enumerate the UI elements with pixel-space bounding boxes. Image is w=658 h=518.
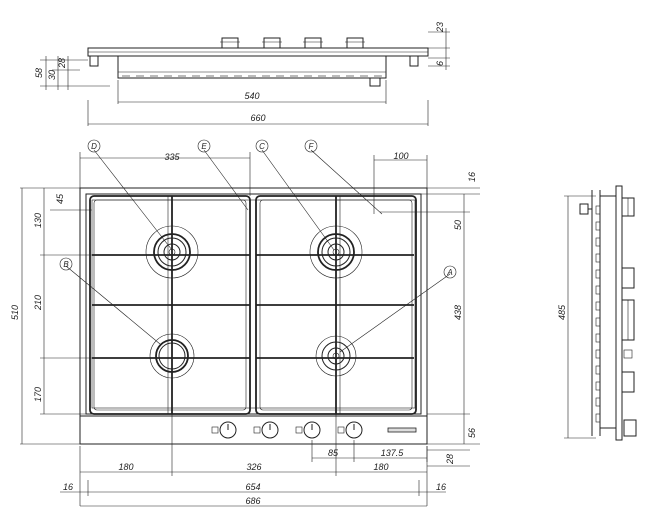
burner-B [149,333,195,379]
knob-profile [221,37,239,49]
callout-B: B [59,257,73,271]
dim-510: 510 [10,305,20,320]
plan-view: D E C F B A 335 100 16 [10,139,480,507]
gas-connector [579,203,589,215]
pan-outline [85,193,422,415]
dim-50: 50 [453,220,463,230]
dim-23: 23 [435,22,445,33]
gas-connector [369,77,381,87]
knob-icon [261,421,279,439]
callout-A: A [443,265,457,279]
control-knobs [211,421,417,439]
burner-D [145,225,199,279]
dim-180-right: 180 [373,462,388,472]
svg-text:E: E [201,142,207,151]
dim-210: 210 [33,295,43,311]
dim-540: 540 [244,91,259,101]
dim-654: 654 [245,482,260,492]
dim-45: 45 [55,193,65,204]
side-plate [615,185,623,441]
dim-85: 85 [328,448,339,458]
elevation-view: 23 6 58 30 28 540 660 [34,22,450,126]
dim-16-left: 16 [63,482,73,492]
dim-137-5: 137.5 [381,448,405,458]
burner-C [309,225,363,279]
callout-C: C [255,139,269,153]
pan-support-grid [89,195,417,415]
dim-335: 335 [164,152,180,162]
dim-30: 30 [47,70,57,80]
brand-logo [387,427,417,433]
dim-6: 6 [435,61,445,66]
knob-profile [346,37,364,49]
dim-58: 58 [34,68,44,78]
dim-16-right: 16 [436,482,446,492]
dim-16-top: 16 [467,172,477,182]
svg-text:C: C [259,142,265,151]
knob-profile [623,419,637,437]
svg-text:D: D [91,142,97,151]
side-view: 485 [557,185,637,441]
svg-text:A: A [446,268,452,277]
dim-28: 28 [445,454,455,465]
dim-100: 100 [393,151,408,161]
burner-A [315,335,357,377]
callout-E: E [197,139,211,153]
body-box [117,55,387,79]
knob-icon [219,421,237,439]
dim-180-left: 180 [118,462,133,472]
dim-28: 28 [57,58,67,69]
callout-F: F [304,139,318,153]
callout-leaders [65,149,451,353]
hob-outline [79,187,428,445]
knob-icon [345,421,363,439]
dim-170: 170 [33,387,43,402]
dim-326: 326 [246,462,261,472]
dim-485: 485 [557,304,567,320]
dim-686: 686 [245,496,260,506]
dim-130: 130 [33,213,43,228]
svg-text:B: B [63,260,69,269]
knob-icon [303,421,321,439]
knob-profile [304,37,322,49]
dim-660: 660 [250,113,265,123]
svg-text:F: F [309,142,315,151]
dim-438: 438 [453,305,463,320]
dim-56: 56 [467,428,477,438]
callout-D: D [87,139,101,153]
knob-profile [263,37,281,49]
